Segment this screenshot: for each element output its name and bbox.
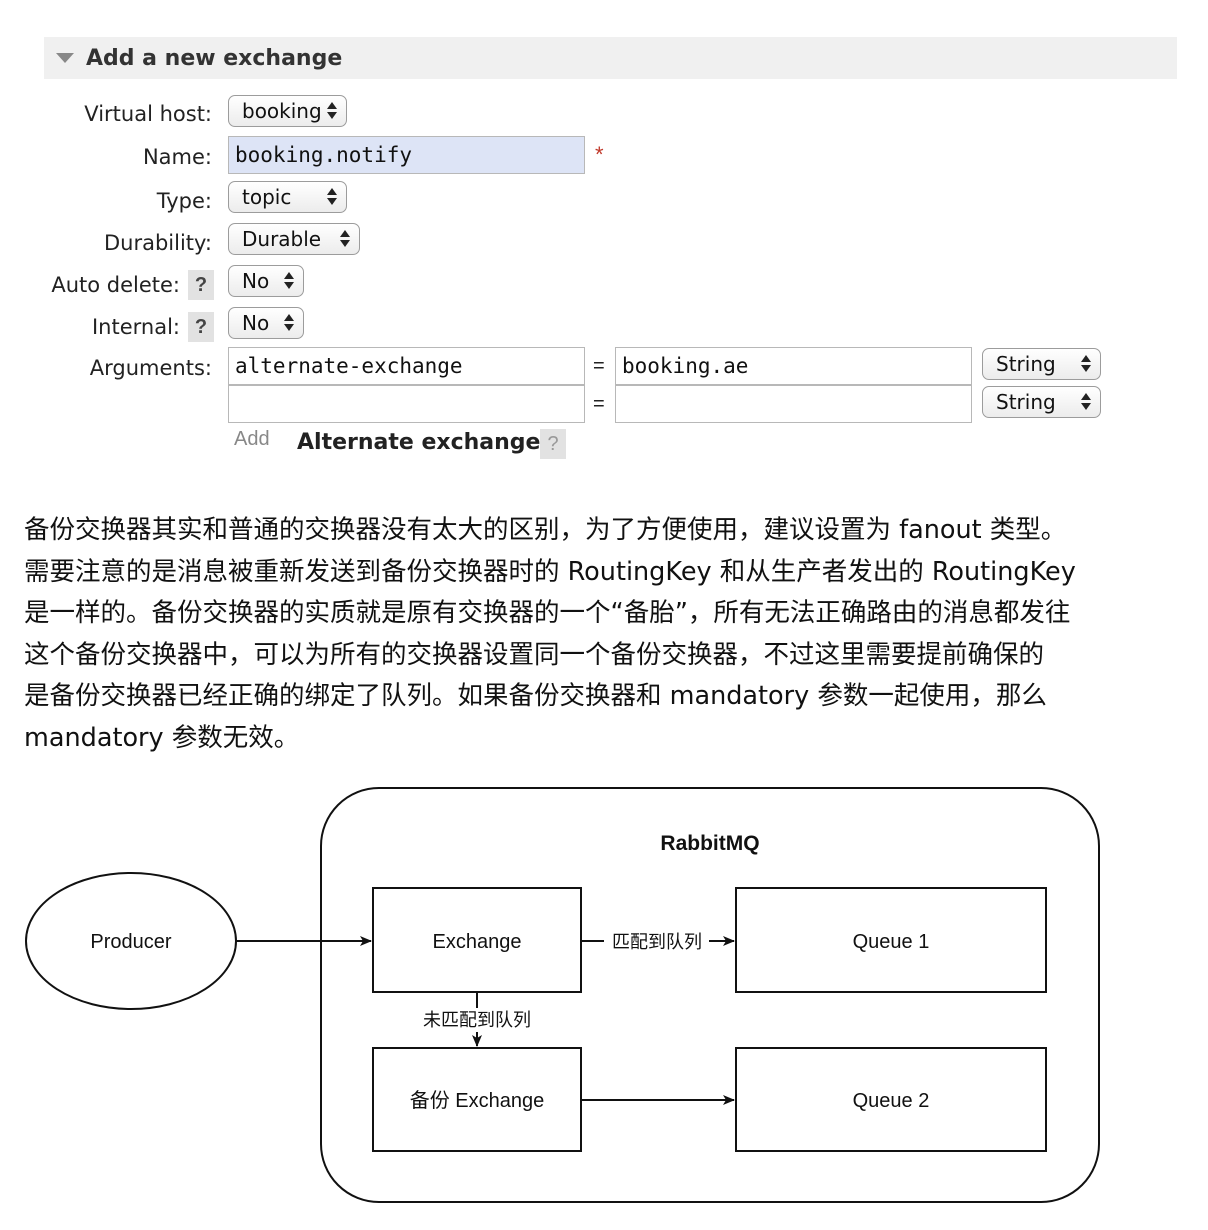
backup-exchange-label: 备份 Exchange (410, 1089, 545, 1112)
add-argument-link[interactable]: Add (234, 428, 270, 450)
queue2-label: Queue 2 (853, 1090, 930, 1112)
type-label: Type: (156, 189, 212, 213)
virtual-host-select[interactable]: booking (228, 95, 347, 127)
panel-title: Add a new exchange (86, 46, 343, 71)
internal-label: Internal: (91, 315, 180, 339)
updown-arrows-icon (1081, 393, 1091, 411)
name-label: Name: (142, 145, 212, 169)
description-paragraph: 备份交换器其实和普通的交换器没有太大的区别，为了方便使用，建议设置为 fanou… (24, 510, 1192, 759)
internal-value: No (242, 311, 270, 335)
equals-sign: = (593, 393, 605, 415)
argument-type-select[interactable]: String (982, 386, 1101, 418)
add-exchange-header[interactable]: Add a new exchange (44, 37, 1177, 79)
paragraph-line: mandatory 参数无效。 (24, 722, 300, 753)
queue1-node (735, 887, 1047, 993)
paragraph-line: 需要注意的是消息被重新发送到备份交换器时的 RoutingKey 和从生产者发出… (24, 556, 1076, 587)
required-asterisk: * (595, 142, 604, 167)
updown-arrows-icon (1081, 355, 1091, 373)
updown-arrows-icon (284, 314, 294, 332)
paragraph-line: 是备份交换器已经正确的绑定了队列。如果备份交换器和 mandatory 参数一起… (24, 681, 1047, 711)
durability-select[interactable]: Durable (228, 223, 360, 255)
argument-type-select[interactable]: String (982, 348, 1101, 380)
auto-delete-value: No (242, 269, 270, 293)
producer-label: Producer (90, 931, 171, 953)
internal-help-button[interactable]: ? (188, 312, 214, 342)
virtual-host-value: booking (242, 99, 322, 123)
unmatched-label: 未匹配到队列 (423, 1010, 531, 1030)
queue1-label: Queue 1 (853, 931, 930, 953)
internal-select[interactable]: No (228, 307, 304, 339)
auto-delete-select[interactable]: No (228, 265, 304, 297)
auto-delete-label: Auto delete: (51, 273, 180, 297)
updown-arrows-icon (284, 272, 294, 290)
argument-type-value: String (996, 352, 1056, 376)
argument-value-input[interactable] (615, 385, 972, 423)
paragraph-line: 备份交换器其实和普通的交换器没有太大的区别，为了方便使用，建议设置为 fanou… (24, 515, 1067, 545)
queue2-node (735, 1047, 1047, 1152)
durability-value: Durable (242, 227, 322, 251)
collapse-triangle-icon[interactable] (56, 53, 74, 63)
updown-arrows-icon (327, 102, 337, 120)
durability-label: Durability: (103, 231, 212, 255)
alternate-exchange-diagram: RabbitMQ Producer Exchange Queue 1 备份 Ex… (25, 787, 1100, 1203)
rabbitmq-title: RabbitMQ (660, 832, 759, 855)
virtual-host-label: Virtual host: (84, 102, 212, 126)
argument-type-value: String (996, 390, 1056, 414)
name-input[interactable]: booking.notify (228, 136, 585, 174)
paragraph-line: 是一样的。备份交换器的实质就是原有交换器的一个“备胎”，所有无法正确路由的消息都… (24, 598, 1071, 628)
argument-value-input[interactable]: booking.ae (615, 347, 972, 385)
alternate-exchange-link[interactable]: Alternate exchange (297, 430, 541, 455)
argument-key-input[interactable]: alternate-exchange (228, 347, 585, 385)
matched-label: 匹配到队列 (612, 932, 702, 952)
exchange-label: Exchange (433, 931, 522, 953)
auto-delete-help-button[interactable]: ? (188, 270, 214, 300)
updown-arrows-icon (340, 230, 350, 248)
updown-arrows-icon (327, 188, 337, 206)
argument-key-input[interactable] (228, 385, 585, 423)
type-select[interactable]: topic (228, 181, 347, 213)
type-value: topic (242, 185, 292, 209)
equals-sign: = (593, 355, 605, 377)
arguments-label: Arguments: (89, 356, 212, 380)
paragraph-line: 这个备份交换器中，可以为所有的交换器设置同一个备份交换器，不过这里需要提前确保的 (24, 639, 1045, 670)
alternate-exchange-help-button[interactable]: ? (540, 429, 566, 459)
